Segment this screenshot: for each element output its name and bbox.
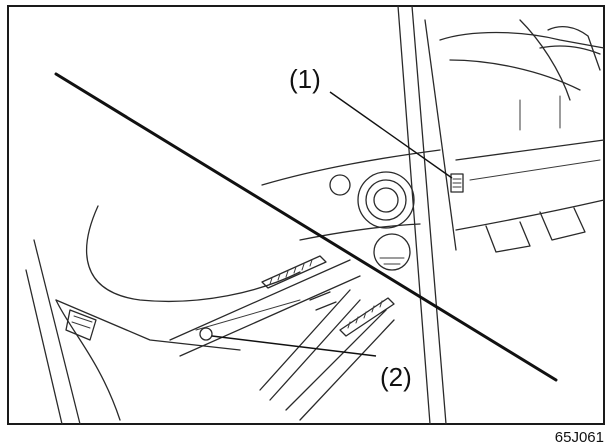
- callout-1-label: (1): [289, 64, 321, 94]
- view-divider-line: [54, 72, 558, 382]
- callout-2-label: (2): [380, 362, 412, 392]
- floor-panel-illustration: [25, 205, 395, 425]
- floor-hole: [199, 327, 213, 341]
- callout-1-leader: [329, 91, 453, 179]
- callout-2-leader: [211, 335, 377, 357]
- fuse-box: [450, 173, 464, 193]
- dashboard-illustration: [261, 5, 605, 425]
- figure-frame: [7, 5, 605, 425]
- figure-id-label: 65J061: [555, 429, 604, 446]
